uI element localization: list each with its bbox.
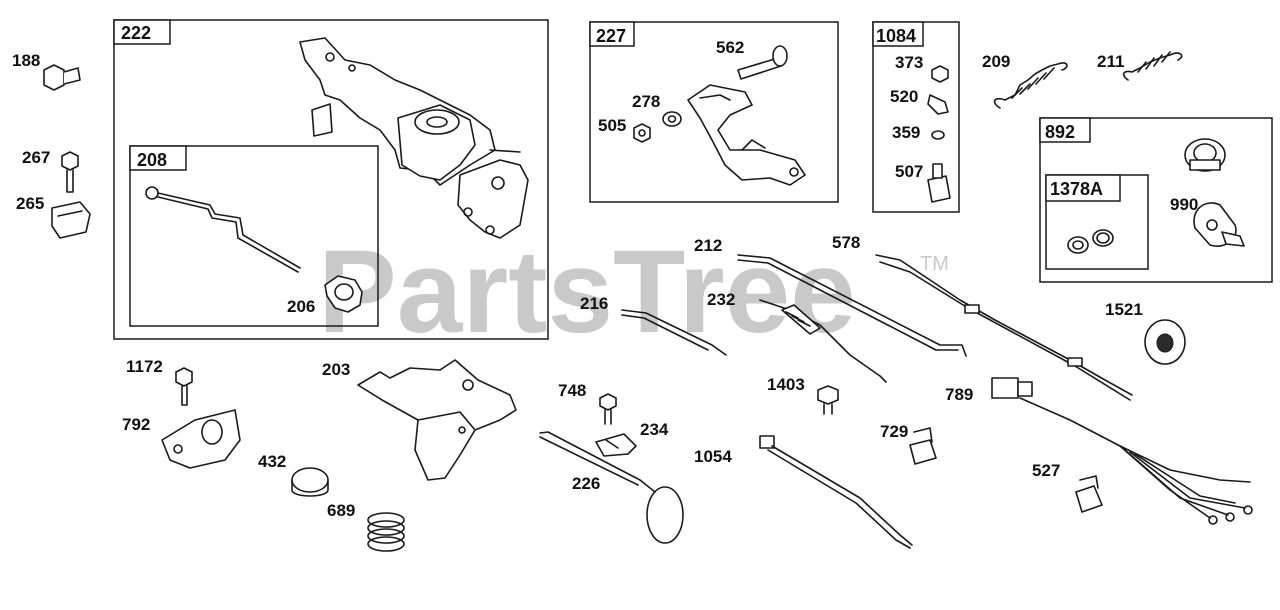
group-892[interactable]: 892	[1039, 117, 1273, 283]
label-211: 211	[1097, 52, 1124, 71]
switch-part-507[interactable]	[927, 163, 951, 203]
label-505: 505	[598, 116, 626, 135]
label-267: 267	[22, 148, 50, 167]
rod-part-226[interactable]	[539, 431, 684, 544]
label-209: 209	[982, 52, 1010, 71]
cable-tie-part-1054[interactable]	[759, 435, 913, 549]
nut-part-206[interactable]	[324, 275, 363, 313]
label-234: 234	[640, 420, 669, 439]
control-lever-part[interactable]	[687, 84, 806, 186]
label-792: 792	[122, 415, 150, 434]
nut-part-373[interactable]	[931, 65, 949, 83]
clip-part-265[interactable]	[51, 201, 91, 239]
label-520: 520	[890, 87, 918, 106]
label-507: 507	[895, 162, 923, 181]
bracket-plate-part-203[interactable]	[357, 359, 517, 481]
label-373: 373	[895, 53, 923, 72]
bolt-part-1172[interactable]	[175, 367, 193, 406]
group-1084[interactable]: 1084	[872, 21, 960, 213]
clip-part-234[interactable]	[595, 433, 637, 457]
watermark-trademark: TM	[920, 253, 949, 275]
label-729: 729	[880, 422, 908, 441]
label-212: 212	[694, 236, 722, 255]
ignition-switch-part[interactable]	[1184, 138, 1226, 172]
screw-part-748[interactable]	[599, 393, 617, 425]
label-1521: 1521	[1105, 300, 1143, 319]
ring-part-432[interactable]	[291, 467, 329, 497]
bracket-part-792[interactable]	[161, 409, 241, 469]
screw-part-267[interactable]	[61, 151, 79, 193]
screw-part-1403[interactable]	[817, 385, 839, 415]
group-892-label: 892	[1045, 122, 1075, 142]
label-203: 203	[322, 360, 350, 379]
label-265: 265	[16, 194, 44, 213]
spring-part-211[interactable]	[1122, 51, 1183, 81]
group-222[interactable]: 222	[113, 19, 549, 340]
washer-part-278[interactable]	[662, 111, 682, 127]
group-1378A[interactable]: 1378A	[1045, 174, 1149, 270]
rod-part-212[interactable]	[737, 254, 967, 357]
label-1172: 1172	[126, 357, 163, 376]
label-226: 226	[572, 474, 600, 493]
spring-part-232[interactable]	[759, 299, 887, 383]
label-527: 527	[1032, 461, 1060, 480]
label-278: 278	[632, 92, 660, 111]
bearing-part-1521[interactable]	[1144, 319, 1186, 365]
label-689: 689	[327, 501, 355, 520]
label-359: 359	[892, 123, 920, 142]
nut-washer-parts-1378A[interactable]	[1067, 229, 1114, 254]
bracket-part-520[interactable]	[927, 94, 949, 115]
group-1378A-label: 1378A	[1050, 179, 1103, 199]
group-227[interactable]: 227	[589, 21, 839, 203]
bolt-part-188[interactable]	[43, 64, 81, 91]
group-1084-label: 1084	[876, 26, 916, 46]
label-990: 990	[1170, 195, 1198, 214]
nut-part-505[interactable]	[633, 123, 651, 143]
washer-part-359[interactable]	[931, 130, 945, 140]
key-part-990[interactable]	[1193, 202, 1245, 247]
label-1403: 1403	[767, 375, 805, 394]
label-748: 748	[558, 381, 586, 400]
label-578: 578	[832, 233, 860, 252]
governor-link-rod-part[interactable]	[145, 186, 301, 273]
label-188: 188	[12, 51, 40, 70]
clip-part-729[interactable]	[909, 427, 937, 465]
label-1054: 1054	[694, 447, 732, 466]
label-789: 789	[945, 385, 973, 404]
label-216: 216	[580, 294, 608, 313]
rod-part-216[interactable]	[621, 309, 727, 356]
label-206: 206	[287, 297, 315, 316]
label-562: 562	[716, 38, 744, 57]
group-208[interactable]: 208	[129, 145, 379, 327]
label-432: 432	[258, 452, 286, 471]
pin-part-562[interactable]	[737, 45, 788, 80]
watermark: PartsTree	[318, 226, 856, 358]
group-222-label: 222	[121, 23, 151, 43]
governor-bracket-part[interactable]	[299, 37, 529, 239]
cable-part-578[interactable]	[875, 254, 1133, 401]
label-232: 232	[707, 290, 735, 309]
wiring-harness-part-789[interactable]	[991, 377, 1253, 525]
spring-part-209[interactable]	[993, 62, 1068, 109]
group-208-label: 208	[137, 150, 167, 170]
clip-part-527[interactable]	[1075, 475, 1103, 513]
group-227-label: 227	[596, 26, 626, 46]
spring-part-689[interactable]	[367, 512, 405, 552]
